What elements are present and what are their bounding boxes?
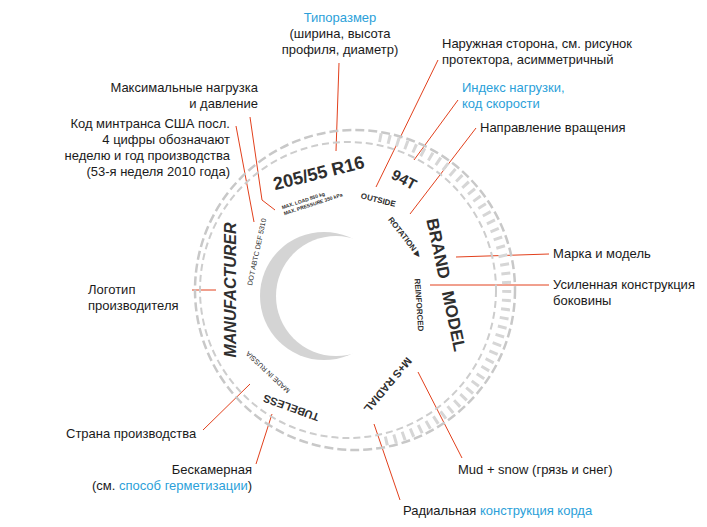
callout: Индекс нагрузки, код скорости <box>462 80 576 112</box>
callout: Логотип производителя <box>88 282 193 314</box>
callout-label: Логотип производителя <box>88 282 179 313</box>
sidewall-marking: M+S RADIAL <box>362 355 415 415</box>
leader-line <box>418 372 462 458</box>
callout: Код минтранса США посл. 4 цифры обознача… <box>64 116 230 180</box>
callout-line: Бескамерная <box>82 462 252 478</box>
callout-line: Направление вращения <box>480 120 625 136</box>
leader-line <box>336 63 339 151</box>
sidewall-marking: BRAND MODEL <box>422 217 468 353</box>
callout: Типоразмер(ширина, высота профиля, диаме… <box>279 10 401 58</box>
callout-label: Усиленная конструкция боковины <box>553 277 695 308</box>
callout-line: Максимальные нагрузка и давление <box>100 80 258 112</box>
callout-line: Усиленная конструкция боковины <box>553 277 705 309</box>
callout-label: Наружная сторона, см. рисунок протектора… <box>442 36 632 67</box>
callout-label: Типоразмер <box>304 10 377 25</box>
callout-label: Код минтранса США посл. 4 цифры обознача… <box>65 116 230 179</box>
callout-label: Бескамерная <box>172 462 252 477</box>
sidewall-marking: MANUFACTURER <box>222 222 240 357</box>
callout-line: (см. способ герметизации) <box>82 478 252 494</box>
callout-label: (ширина, высота профиля, диаметр) <box>282 26 399 57</box>
sidewall-marking: 94T <box>389 167 420 194</box>
callout: Mud + snow (грязь и снег) <box>458 462 612 478</box>
callout-line: Страна производства <box>66 426 196 442</box>
sidewall-marking: TUBELESS <box>261 392 320 423</box>
sidewall-outline <box>200 142 496 438</box>
callout-label: Марка и модель <box>553 246 651 261</box>
callout-label: (см. <box>92 478 115 493</box>
callout-label: Mud + snow (грязь и снег) <box>458 462 612 477</box>
leader-line <box>376 60 438 187</box>
leader-line <box>203 384 250 430</box>
callout-label: ) <box>248 478 252 493</box>
rim-hole <box>276 236 396 356</box>
callout: Максимальные нагрузка и давление <box>100 80 258 112</box>
tread-pattern <box>379 137 507 442</box>
callout-line: Типоразмер <box>279 10 401 26</box>
tire: 205/55 R16MAX. LOAD 850 kgMAX. PRESSURE … <box>186 126 518 456</box>
tire-outline <box>195 130 515 450</box>
callout-line: Mud + snow (грязь и снег) <box>458 462 612 478</box>
callout-label: способ герметизации <box>119 478 248 493</box>
callout: Направление вращения <box>480 120 625 136</box>
sidewall-marking: MADE IN RUSSIA <box>244 350 291 395</box>
callout-label: Страна производства <box>66 426 196 441</box>
callout-label: Радиальная <box>403 503 476 518</box>
sidewall-marking: 205/55 R16 <box>271 153 366 195</box>
callout-line: Код минтранса США посл. 4 цифры обознача… <box>64 116 230 180</box>
callout: Наружная сторона, см. рисунок протектора… <box>442 36 700 68</box>
callout-line: Наружная сторона, см. рисунок протектора… <box>442 36 700 68</box>
callout-line: Индекс нагрузки, код скорости <box>462 80 576 112</box>
callout: Радиальная конструкция корда <box>403 503 592 519</box>
sidewall-marking: REINFORCED <box>412 278 424 331</box>
callout-line: (ширина, высота профиля, диаметр) <box>279 26 401 58</box>
callout-label: Направление вращения <box>480 120 625 135</box>
callout-line: Логотип производителя <box>88 282 193 314</box>
callout-label: Индекс нагрузки, код скорости <box>462 80 565 111</box>
callout-line: Радиальная конструкция корда <box>403 503 592 519</box>
callout: Усиленная конструкция боковины <box>553 277 705 309</box>
sidewall-marking: ROTATION ▶ <box>385 216 422 260</box>
sidewall-marking: OUTSIDE <box>360 192 397 209</box>
callout-label: конструкция корда <box>480 503 592 518</box>
leader-line <box>256 414 272 464</box>
callout: Страна производства <box>66 426 196 442</box>
callout: Бескамерная (см. способ герметизации) <box>82 462 252 494</box>
leader-line <box>410 128 476 214</box>
callout: Марка и модель <box>553 246 651 262</box>
callout-label: Максимальные нагрузка и давление <box>110 80 258 111</box>
callout-line: Марка и модель <box>553 246 651 262</box>
